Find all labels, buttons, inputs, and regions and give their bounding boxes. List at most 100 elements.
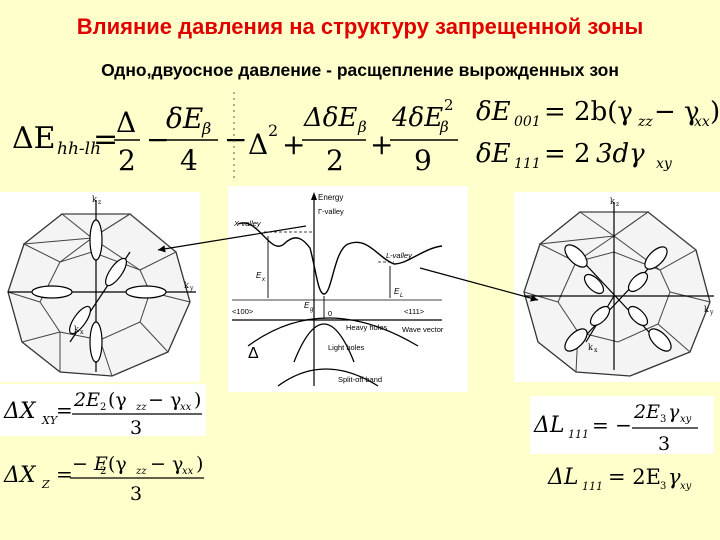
kz-label-sub: z xyxy=(98,199,101,206)
gamma-xx-sub: xx xyxy=(694,114,710,130)
bz-edge xyxy=(657,323,691,353)
formula-lhs: ΔE xyxy=(12,121,56,156)
formula-rhs-2: 3dγ xyxy=(596,139,645,169)
formula-equals: = xyxy=(56,398,73,422)
numerator: − E xyxy=(72,453,108,475)
split-off-label: Split-off band xyxy=(338,375,382,384)
frac2-denominator: 4 xyxy=(180,144,198,177)
denominator: 3 xyxy=(658,433,670,454)
ex-label: E xyxy=(256,271,262,280)
formula-delta-e-111: δE 111 = 2 3dγ xy xyxy=(476,139,673,172)
numerator: 2E xyxy=(73,389,100,411)
frac3-numerator: ΔδE xyxy=(303,103,357,133)
gamma-valley-label: Γ-valley xyxy=(318,207,344,216)
numerator-sub: 2 xyxy=(100,402,106,413)
numerator: 2E xyxy=(633,401,660,423)
frac4-beta: β xyxy=(439,118,449,136)
ky-label-sub: y xyxy=(189,285,194,292)
valley-ellipsoid xyxy=(104,257,128,287)
minus-gamma: − γ xyxy=(150,453,183,475)
bz-outline xyxy=(523,211,711,377)
formula-delta-x-z: ΔX Z = − E 2 (γ zz − γ xx ) 3 xyxy=(3,453,204,505)
formula-lhs: ΔX xyxy=(3,463,37,488)
bz-edge xyxy=(139,321,169,353)
formula-lhs-sub: XY xyxy=(41,414,59,427)
plus-sign-2: + xyxy=(370,128,393,161)
frac1-denominator: 2 xyxy=(118,144,136,177)
bz-edge xyxy=(669,291,711,303)
rhs-sub: 3 xyxy=(660,481,666,492)
bz-facet xyxy=(22,237,94,263)
split-off-band xyxy=(277,368,379,387)
band-diagram-panel: Energy Wave vector X-valley Γ-valley L-v… xyxy=(228,186,468,392)
heavy-holes-label: Heavy holes xyxy=(346,323,388,332)
formula-lhs-sub: hh-lh xyxy=(57,139,101,159)
kz-label: k xyxy=(92,195,97,204)
kx-label: k xyxy=(74,325,79,334)
formula-rhs: = 2 xyxy=(544,139,591,169)
x-valley-label: X-valley xyxy=(233,219,262,228)
l-valley-ellipsoid xyxy=(589,305,611,327)
formula-delta-x-xy-panel: ΔX XY = 2E 2 (γ zz − γ xx ) 3 xyxy=(0,384,206,439)
slide-title: Влияние давления на структуру запрещенно… xyxy=(76,14,644,39)
frac3-denominator: 2 xyxy=(326,144,344,177)
square-exponent: 2 xyxy=(268,121,278,140)
el-label: E xyxy=(394,287,400,296)
brillouin-zone-left: k z k y k x xyxy=(7,195,196,377)
wave-vector-label: Wave vector xyxy=(402,325,444,334)
minus-sign-2: − xyxy=(224,123,247,156)
frac2-beta: β xyxy=(201,119,211,138)
delta-squared: Δ xyxy=(248,128,268,161)
l-valley-ellipsoid xyxy=(627,271,649,293)
numerator-gamma: (γ xyxy=(108,389,127,411)
l-valley-ellipsoid xyxy=(644,246,668,270)
formula-rhs: = 2b(γ xyxy=(544,97,633,127)
formula-delta-e-hh-lh: ΔE hh-lh = Δ 2 − δE β 4 − Δ 2 + ΔδE β 2 … xyxy=(12,92,458,178)
formula-lhs-sub: 001 xyxy=(514,114,541,130)
l-valley-label: L-valley xyxy=(386,251,413,260)
light-holes-band xyxy=(293,323,355,363)
formula-lhs-sub: 111 xyxy=(514,156,541,172)
formula-lhs: ΔL xyxy=(533,413,565,438)
direction-111-label: <111> xyxy=(404,307,425,316)
numerator-gamma: γ xyxy=(668,401,680,423)
close-paren: ) xyxy=(194,389,201,411)
l-valley-ellipsoid xyxy=(627,305,649,327)
formula-lhs: δE xyxy=(476,97,511,127)
origin-label: 0 xyxy=(328,309,332,318)
ky-label-sub: y xyxy=(709,309,714,316)
frac3-beta: β xyxy=(357,118,367,136)
minus-sign: − xyxy=(146,123,169,156)
l-valley-ellipsoid xyxy=(648,328,672,352)
l-valley-ellipsoid xyxy=(583,273,605,295)
valley-ellipsoid xyxy=(89,321,103,363)
delta-symbol: Δ xyxy=(248,345,259,362)
close-paren: ) xyxy=(196,453,203,475)
ex-label-sub: x xyxy=(261,277,266,283)
close-paren: ) xyxy=(710,97,720,127)
formula-lhs-sub: 111 xyxy=(582,480,603,493)
l-valley-ellipsoid xyxy=(564,244,588,268)
brillouin-zone-right: k z k y k x xyxy=(523,197,714,377)
formula-equals: = − xyxy=(592,413,632,437)
plus-sign: + xyxy=(282,128,305,161)
energy-axis-label: Energy xyxy=(318,193,343,202)
kz-label: k xyxy=(610,197,615,206)
bz-facet xyxy=(538,235,615,263)
formula-delta-l-111-frac-panel: ΔL 111 = − 2E 3 γ xy 3 xyxy=(530,396,714,455)
gamma: γ xyxy=(668,465,681,489)
slide-subtitle: Одно,двуосное давление - расщепление выр… xyxy=(101,60,619,80)
formula-equals: = xyxy=(93,122,118,157)
formula-lhs: ΔL xyxy=(547,465,579,490)
formula-lhs-sub: Z xyxy=(41,478,50,491)
eg-label-sub: g xyxy=(310,307,314,313)
formula-lhs: ΔX xyxy=(3,399,37,424)
valley-ellipsoid xyxy=(125,285,167,299)
brillouin-zone-left-panel: k z k y k x xyxy=(0,192,200,382)
light-holes-label: Light holes xyxy=(328,343,365,352)
gamma-xy-sub: xy xyxy=(680,481,692,492)
kx-label-sub: x xyxy=(594,347,598,354)
minus-gamma: − γ xyxy=(148,389,181,411)
kz-label-sub: z xyxy=(616,201,619,208)
ky-label: k xyxy=(704,305,709,314)
